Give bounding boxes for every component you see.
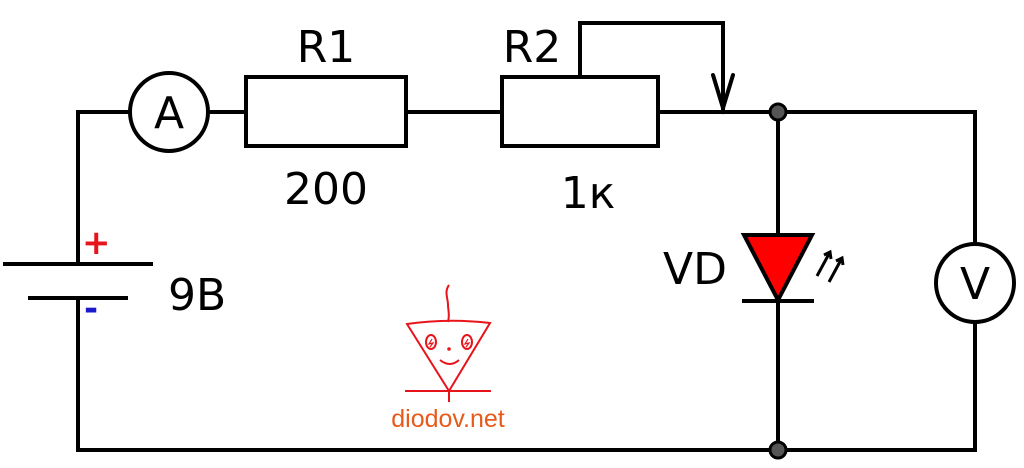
junction-node-top bbox=[768, 102, 788, 122]
voltmeter: V bbox=[934, 242, 1016, 324]
battery: + - 9B bbox=[3, 223, 226, 329]
led: VD bbox=[663, 233, 845, 305]
resistor-r2-value: 1к bbox=[561, 168, 616, 219]
ammeter: A bbox=[128, 71, 210, 153]
ammeter-circle bbox=[128, 71, 210, 153]
resistor-r1-value: 200 bbox=[284, 164, 368, 215]
resistor-r2: R2 1к bbox=[500, 21, 660, 219]
wires bbox=[76, 21, 977, 452]
battery-voltage-label: 9B bbox=[168, 270, 226, 321]
battery-plus-sign: + bbox=[82, 223, 111, 263]
resistor-r1-body bbox=[244, 75, 408, 148]
ammeter-symbol: A bbox=[154, 88, 184, 139]
diode-face-logo-icon bbox=[405, 284, 492, 402]
resistor-r2-body bbox=[500, 75, 660, 148]
voltmeter-symbol: V bbox=[960, 259, 990, 310]
wire-bottom bbox=[76, 296, 780, 452]
wire-voltmeter-bottom bbox=[776, 318, 977, 452]
wire-node-voltmeter-top bbox=[776, 110, 977, 242]
potentiometer-wiper-arrow-icon bbox=[711, 73, 735, 115]
led-triangle bbox=[740, 233, 816, 305]
voltmeter-circle bbox=[934, 242, 1016, 324]
wire-left-top bbox=[76, 110, 132, 242]
led-arrows-icon bbox=[815, 249, 845, 283]
resistor-r1-name: R1 bbox=[297, 22, 356, 73]
battery-minus-sign: - bbox=[84, 289, 98, 329]
led-name: VD bbox=[663, 244, 727, 295]
junction-node-bottom bbox=[768, 440, 788, 460]
logo-text: diodov.net bbox=[391, 405, 505, 433]
resistor-r2-name: R2 bbox=[503, 22, 562, 73]
resistor-r1: R1 200 bbox=[244, 22, 408, 215]
